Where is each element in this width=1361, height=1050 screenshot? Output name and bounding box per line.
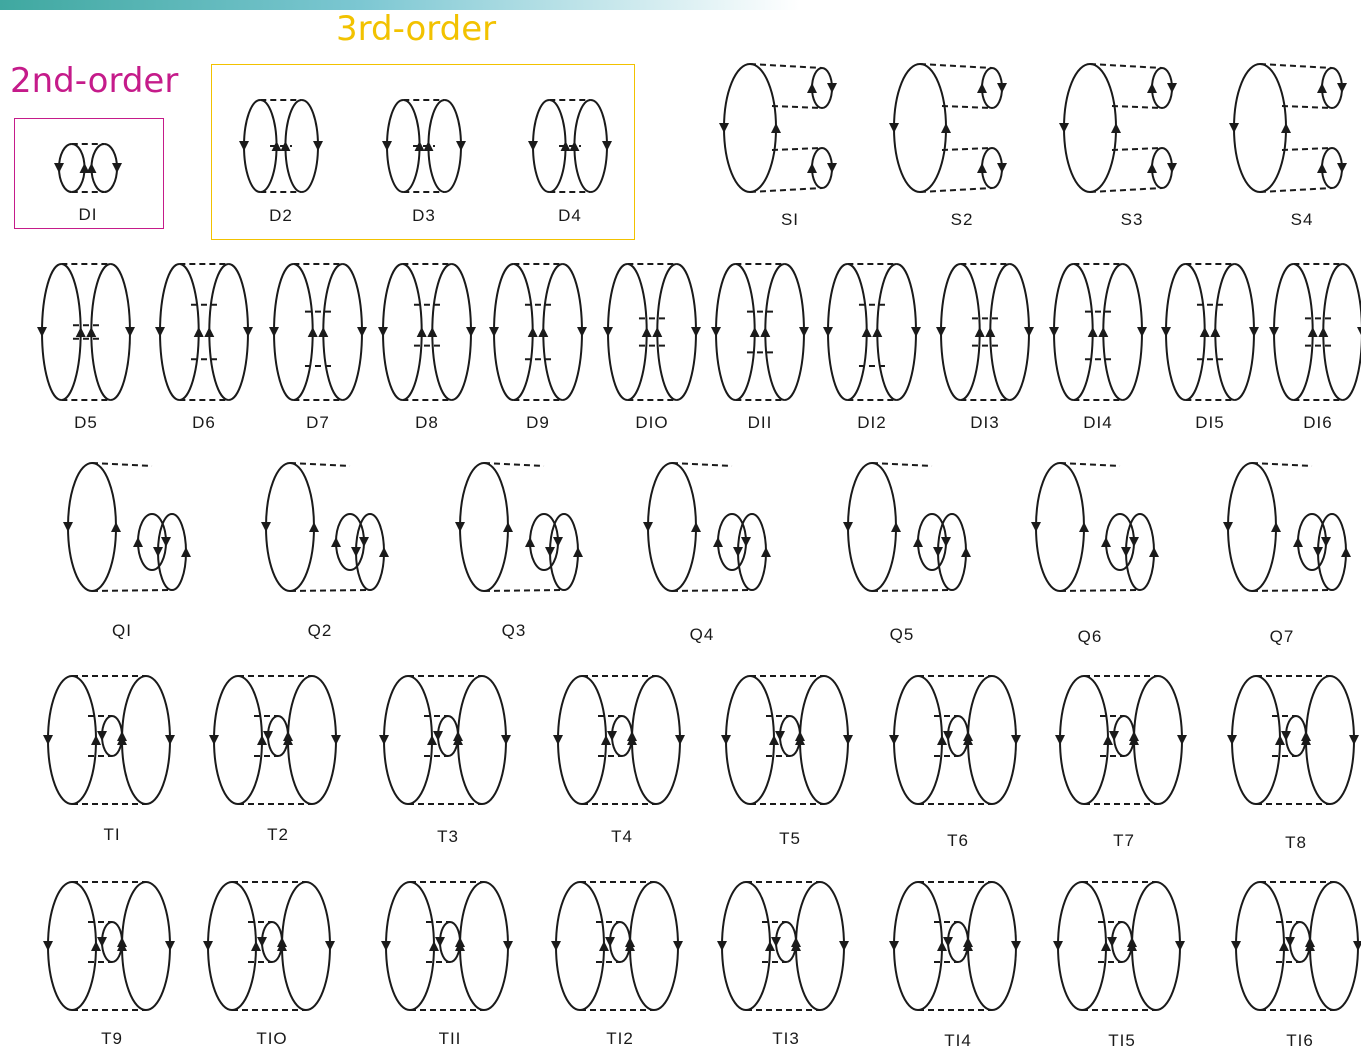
diagram-label: Q3 (502, 622, 527, 639)
ring-diagram (239, 100, 323, 192)
diagram-label: D3 (412, 207, 436, 224)
diagram-label: TI5 (1108, 1032, 1136, 1049)
diagram-label: S3 (1121, 211, 1144, 228)
ring-diagram (1049, 264, 1147, 400)
s-diagram (719, 64, 837, 192)
t-diagram (1231, 882, 1361, 1010)
diagram-label: DII (748, 414, 773, 431)
s-diagram (889, 64, 1007, 192)
ring-diagram (54, 144, 122, 192)
diagram-label: D6 (192, 414, 216, 431)
ring-diagram (823, 264, 921, 400)
diagram-label: T3 (437, 828, 459, 845)
diagram-label: D8 (415, 414, 439, 431)
diagram-label: D2 (269, 207, 293, 224)
diagram-label: TII (439, 1030, 462, 1047)
diagram-label: DI5 (1195, 414, 1224, 431)
diagram-label: Q7 (1270, 628, 1295, 645)
diagram-label: TI (103, 826, 120, 843)
diagram-label: Q2 (308, 622, 333, 639)
ring-diagram (37, 264, 135, 400)
diagram-label: T9 (101, 1030, 123, 1047)
diagram-label: T8 (1285, 834, 1307, 851)
t-diagram (721, 676, 853, 804)
s-diagram (1059, 64, 1177, 192)
t-diagram (1227, 676, 1359, 804)
diagram-label: T7 (1113, 832, 1135, 849)
diagram-label: QI (112, 622, 132, 639)
diagram-label: SI (781, 211, 799, 228)
q-diagram (843, 463, 971, 591)
t-diagram (43, 676, 175, 804)
t-diagram (379, 676, 511, 804)
diagram-label: TI3 (772, 1030, 800, 1047)
ring-diagram (528, 100, 612, 192)
diagram-label: TI4 (944, 1032, 972, 1049)
t-diagram (1055, 676, 1187, 804)
q-diagram (1031, 463, 1159, 591)
ring-diagram (382, 100, 466, 192)
ring-diagram (489, 264, 587, 400)
q-diagram (643, 463, 771, 591)
ring-diagram (603, 264, 701, 400)
s-diagram (1229, 64, 1347, 192)
diagram-label: D7 (306, 414, 330, 431)
ring-diagram (936, 264, 1034, 400)
ring-diagram (711, 264, 809, 400)
ring-diagram (1161, 264, 1259, 400)
q-diagram (63, 463, 191, 591)
t-diagram (551, 882, 683, 1010)
t-diagram (717, 882, 849, 1010)
diagram-label: Q5 (890, 626, 915, 643)
t-diagram (203, 882, 335, 1010)
ring-diagram (269, 264, 367, 400)
t-diagram (43, 882, 175, 1010)
ring-diagram (155, 264, 253, 400)
t-diagram (889, 676, 1021, 804)
diagram-label: T4 (611, 828, 633, 845)
diagram-label: Q6 (1078, 628, 1103, 645)
diagram-label: DI (79, 206, 98, 223)
diagram-label: T5 (779, 830, 801, 847)
q-diagram (1223, 463, 1351, 591)
ring-diagram (1269, 264, 1361, 400)
q-diagram (261, 463, 389, 591)
t-diagram (553, 676, 685, 804)
t-diagram (209, 676, 341, 804)
diagram-label: S2 (951, 211, 974, 228)
diagram-label: T6 (947, 832, 969, 849)
diagram-label: DIO (635, 414, 668, 431)
diagram-label: DI6 (1303, 414, 1332, 431)
t-diagram (1053, 882, 1185, 1010)
t-diagram (381, 882, 513, 1010)
diagram-label: DI3 (970, 414, 999, 431)
diagram-label: TIO (256, 1030, 287, 1047)
diagram-label: DI2 (857, 414, 886, 431)
q-diagram (455, 463, 583, 591)
diagram-label: TI6 (1286, 1032, 1314, 1049)
diagram-label: Q4 (690, 626, 715, 643)
diagram-label: S4 (1291, 211, 1314, 228)
diagram-label: T2 (267, 826, 289, 843)
diagram-label: D9 (526, 414, 550, 431)
diagram-label: DI4 (1083, 414, 1112, 431)
ring-diagram (378, 264, 476, 400)
t-diagram (889, 882, 1021, 1010)
diagram-label: D5 (74, 414, 98, 431)
diagram-label: TI2 (606, 1030, 634, 1047)
diagram-label: D4 (558, 207, 582, 224)
